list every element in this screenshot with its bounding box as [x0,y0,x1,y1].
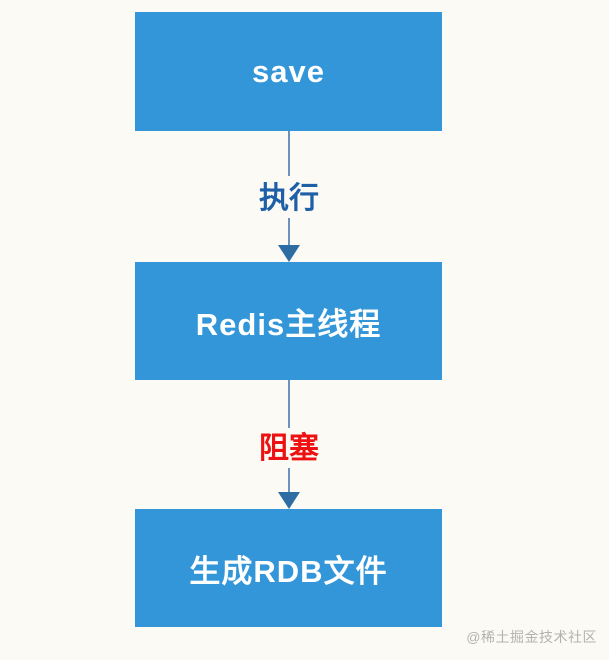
edge-execute-line-top [288,131,290,176]
node-redis-main-thread: Redis主线程 [135,262,442,380]
edge-block-label: 阻塞 [255,430,323,467]
node-redis-main-thread-label: Redis主线程 [195,306,382,342]
arrow-down-icon [278,245,300,262]
edge-execute-line-bottom [288,218,290,246]
edge-block-line-top [288,380,290,428]
edge-block-line-bottom [288,468,290,494]
node-generate-rdb-file: 生成RDB文件 [135,509,442,627]
watermark: @稀土掘金技术社区 [466,629,597,645]
arrow-down-icon [278,492,300,509]
node-generate-rdb-file-label: 生成RDB文件 [189,553,388,589]
node-save: save [135,12,442,131]
node-save-label: save [252,53,325,89]
edge-execute-label: 执行 [255,180,323,217]
